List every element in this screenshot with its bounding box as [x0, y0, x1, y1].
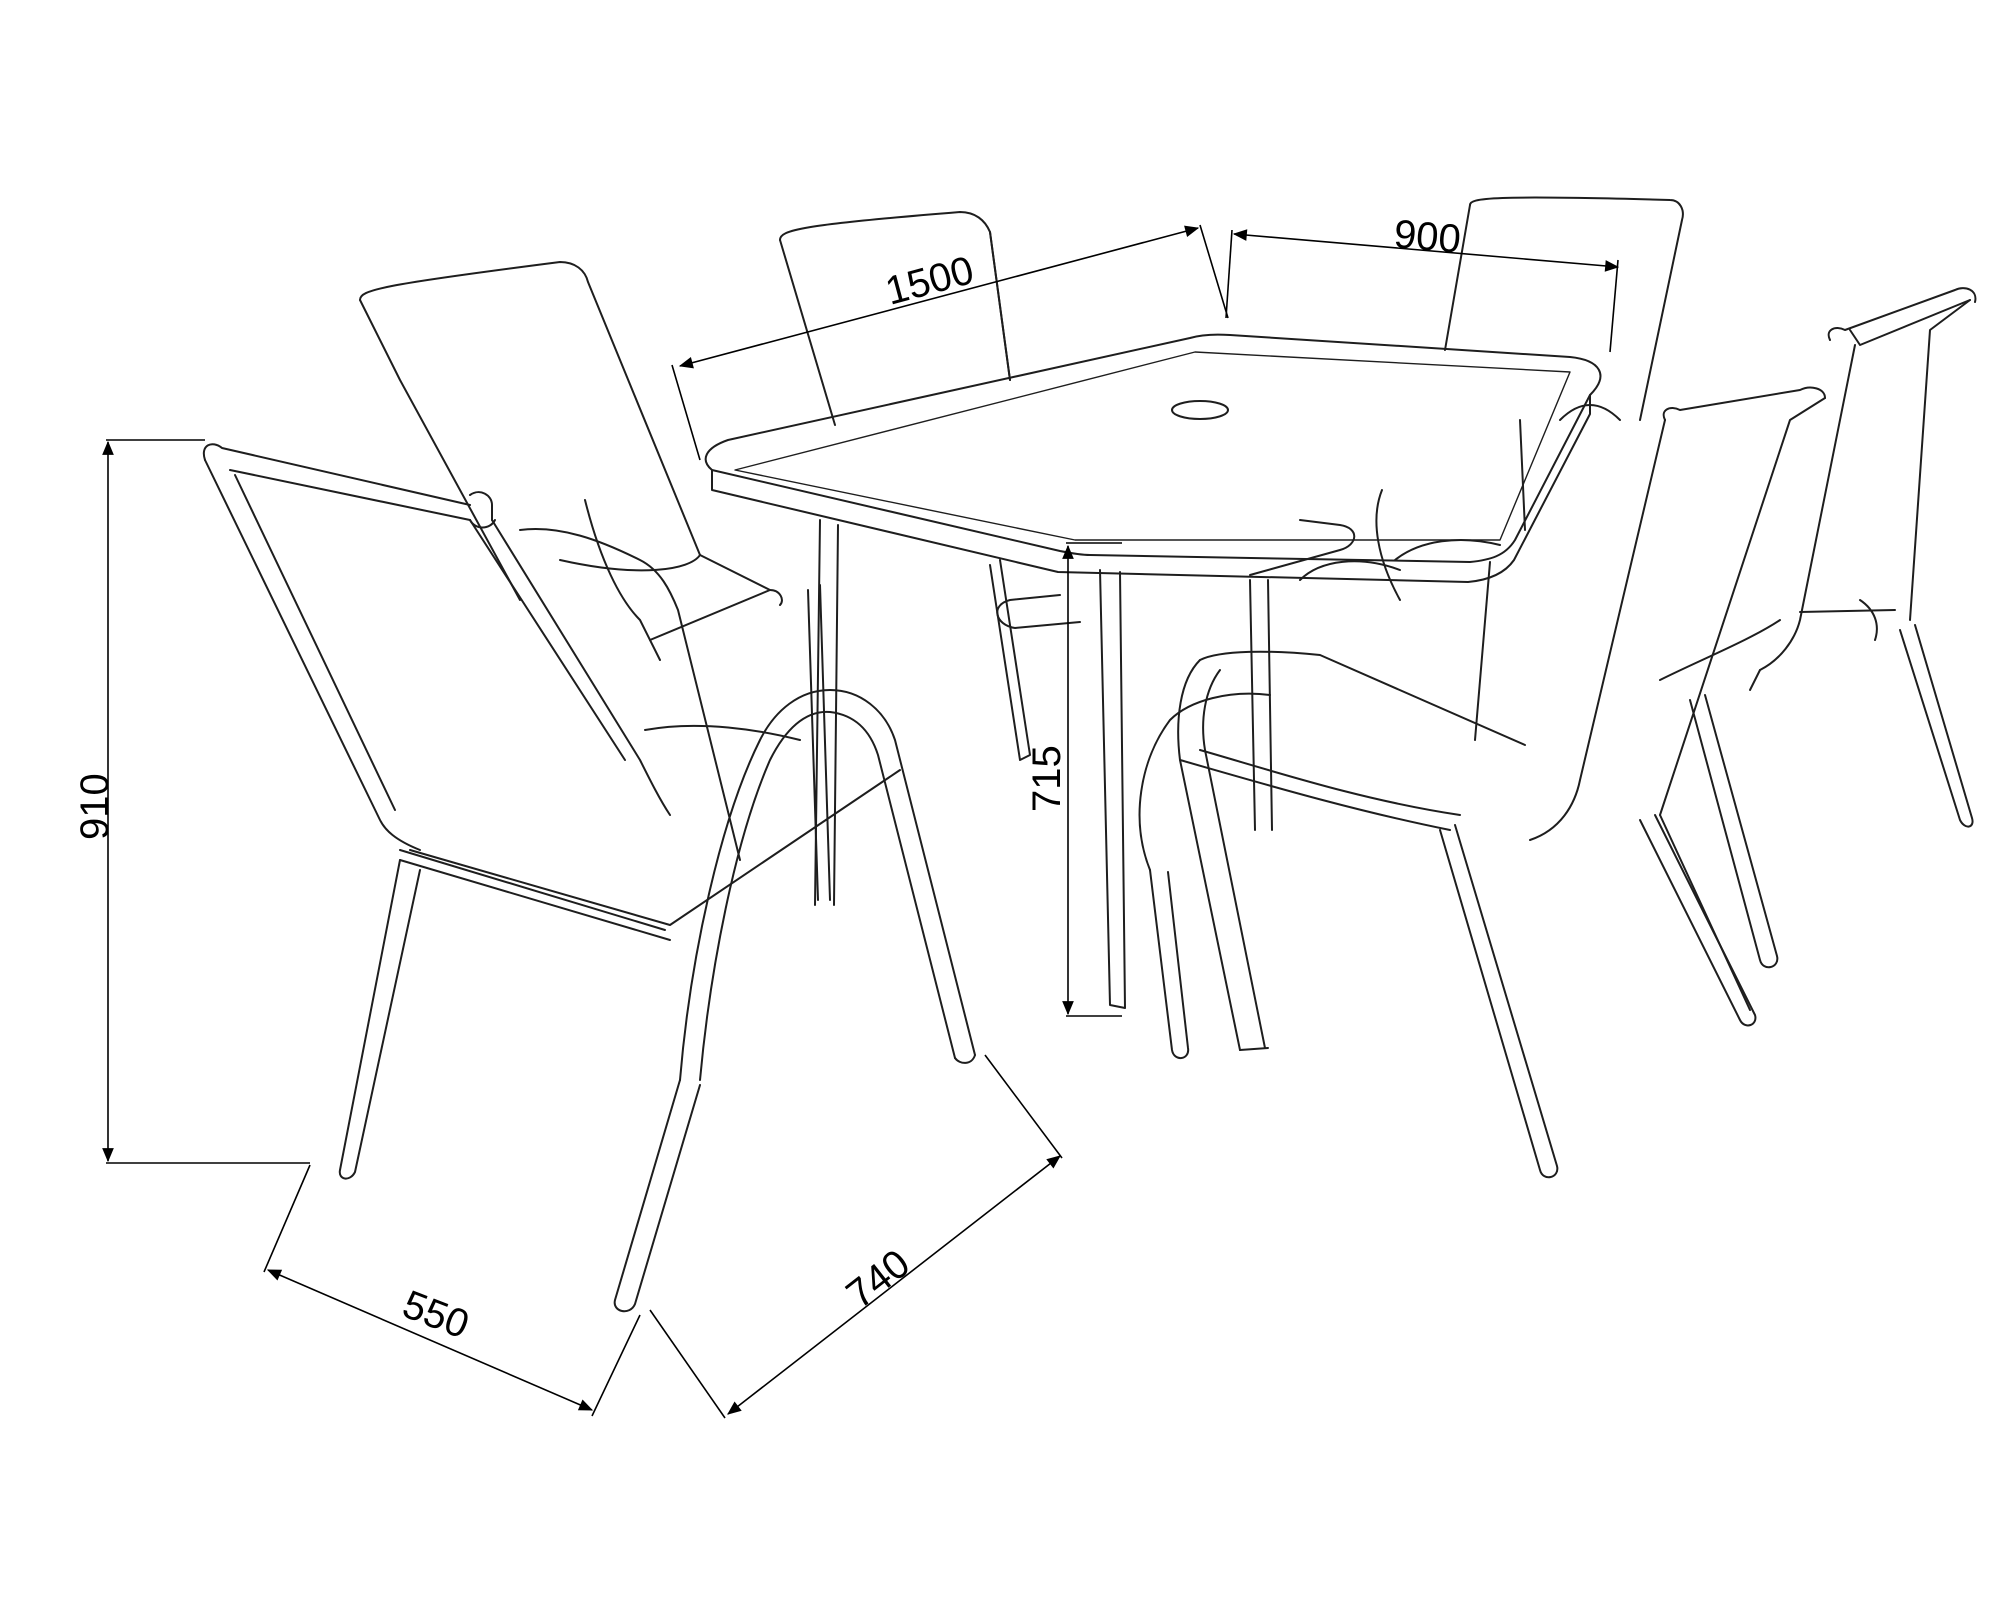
dimension-label-table-width: 900	[1392, 212, 1462, 262]
dimension-table-height: 715	[1025, 542, 1122, 1017]
chair-front-right-b	[1659, 287, 1977, 969]
dimension-table-width: 900	[1225, 212, 1620, 353]
dimension-label-table-height: 715	[1025, 745, 1069, 812]
dimension-label-chair-width: 550	[397, 1282, 475, 1347]
dimension-label-table-length: 1500	[881, 248, 978, 314]
chair-front-right-a	[1138, 386, 1826, 1179]
table	[704, 333, 1602, 1009]
dimension-chair-width: 550	[263, 1164, 641, 1417]
chair-back-left	[359, 261, 831, 901]
chair-front-left	[202, 443, 976, 1313]
dimension-label-chair-height: 910	[73, 773, 117, 840]
dimension-chair-depth: 740	[649, 1054, 1063, 1419]
dimension-chair-height: 910	[73, 439, 310, 1164]
dimension-table-length: 1500	[671, 224, 1229, 461]
dimension-label-chair-depth: 740	[838, 1241, 918, 1317]
